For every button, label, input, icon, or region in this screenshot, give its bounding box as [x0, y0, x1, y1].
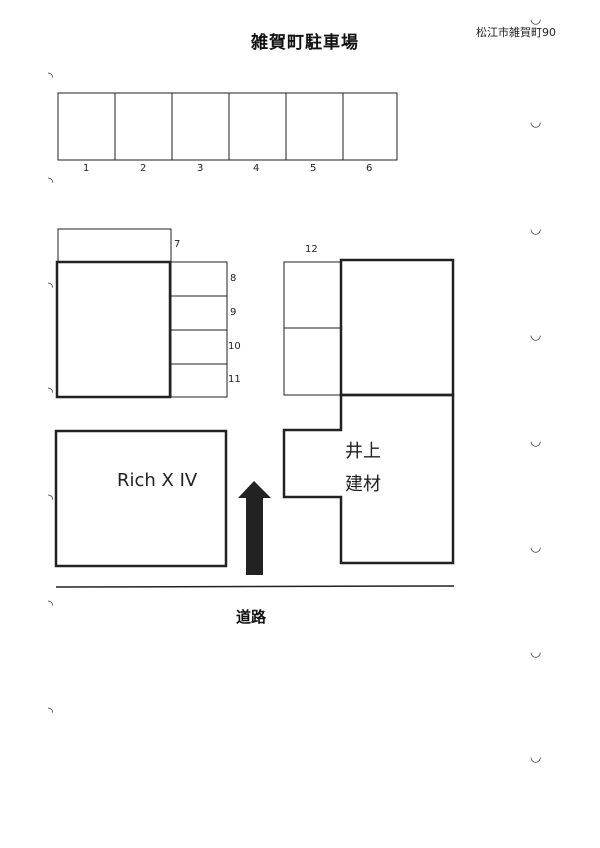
slot-number: 10	[228, 341, 241, 352]
right-upper-building	[339, 258, 455, 397]
slot-number: 9	[230, 307, 237, 318]
parking-slot	[285, 92, 344, 161]
parking-slot	[170, 295, 228, 331]
top-slot-row	[57, 92, 398, 161]
margin-mark-icon: ◡	[530, 750, 542, 765]
parking-slot	[170, 363, 228, 398]
rich-building-label: Rich X IV	[117, 470, 198, 491]
right-side-slots	[283, 261, 342, 396]
parking-slot	[171, 92, 230, 161]
slot-number: 5	[310, 163, 317, 174]
slot-number: 11	[228, 374, 241, 385]
address-label: 松江市雑賀町90	[476, 26, 556, 39]
left-side-slots	[170, 261, 228, 398]
margin-mark-icon: ◡	[530, 434, 542, 449]
margin-mark-icon: ◡	[530, 645, 542, 660]
left-building	[55, 260, 172, 399]
parking-slot	[283, 327, 342, 396]
slot-number: 4	[253, 163, 260, 174]
road-label: 道路	[236, 608, 267, 626]
rich-building	[54, 429, 228, 568]
inoue-building-label-line1: 井上	[345, 441, 381, 462]
binder-hole-icon: ◝	[48, 385, 54, 400]
binder-hole-icon: ◝	[48, 598, 54, 613]
slot-number: 1	[83, 163, 90, 174]
binder-hole-icon: ◝	[48, 280, 54, 295]
binder-hole-icon: ◝	[48, 175, 54, 190]
road-line	[55, 585, 455, 588]
parking-slot	[114, 92, 173, 161]
slot-number: 7	[174, 239, 181, 250]
binder-hole-icon: ◝	[48, 492, 54, 507]
binder-hole-icon: ◝	[48, 70, 54, 85]
parking-slot	[228, 92, 287, 161]
slot-number: 8	[230, 273, 237, 284]
parking-slot	[170, 261, 228, 297]
margin-mark-icon: ◡	[530, 328, 542, 343]
binder-hole-icon: ◝	[48, 705, 54, 720]
margin-mark-icon: ◡	[530, 115, 542, 130]
margin-mark-icon: ◡	[530, 222, 542, 237]
up-arrow-icon	[238, 481, 271, 575]
parking-slot-7-outline	[57, 228, 172, 262]
slot-number: 2	[140, 163, 147, 174]
inoue-building	[282, 393, 455, 565]
parking-slot	[57, 92, 116, 161]
parking-slot	[283, 261, 342, 329]
page-title: 雑賀町駐車場	[251, 33, 359, 53]
slot-number: 6	[366, 163, 373, 174]
parking-slot	[342, 92, 398, 161]
inoue-building-label-line2: 建材	[345, 474, 381, 495]
margin-mark-icon: ◡	[530, 540, 542, 555]
margin-mark-icon: ◡	[530, 12, 542, 27]
slot-number: 3	[197, 163, 204, 174]
slot-number: 12	[305, 244, 318, 255]
parking-slot	[170, 329, 228, 365]
